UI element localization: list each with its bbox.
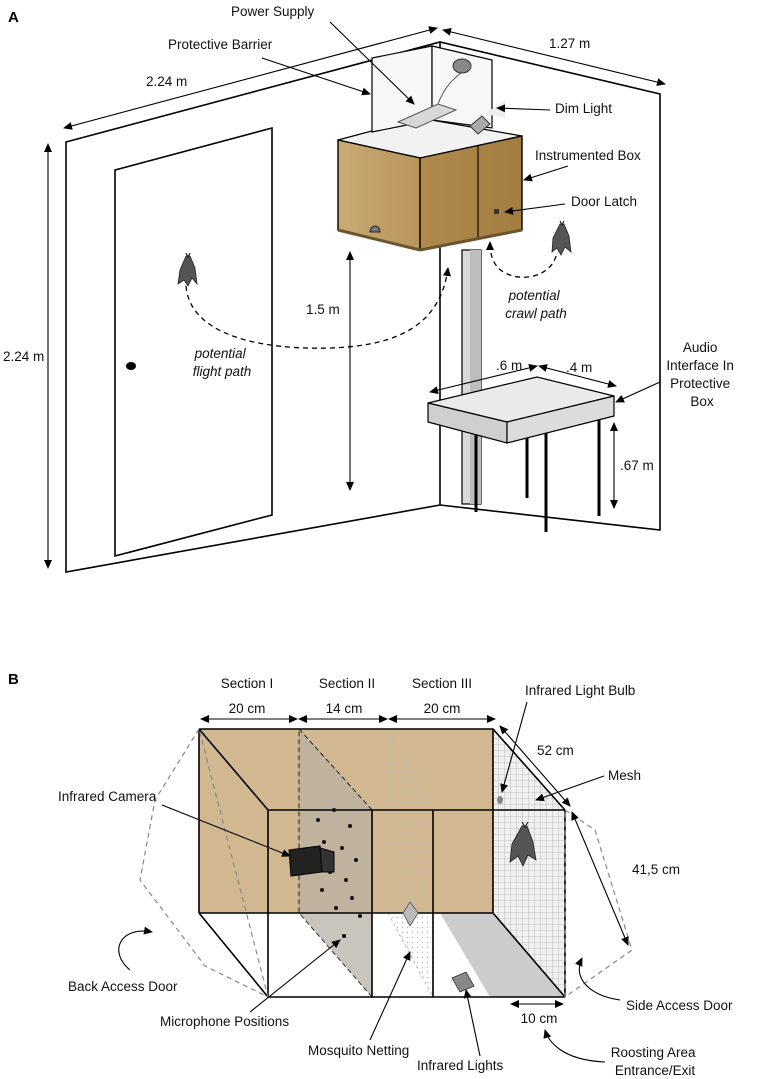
instrumented-box — [337, 117, 523, 252]
section-1-width: 20 cm — [229, 701, 266, 716]
protective-barrier-label: Protective Barrier — [168, 37, 273, 52]
side-access-door-leader — [575, 957, 621, 1001]
roost-box — [198, 727, 566, 999]
microphone-positions-leader — [249, 939, 341, 1013]
room-depth-label: 1.27 m — [549, 36, 590, 51]
room-depth-dimension — [442, 28, 666, 86]
microphone-positions-label: Microphone Positions — [160, 1014, 289, 1029]
audio-interface-label: Audio Interface In Protective Box — [666, 340, 737, 409]
room-outline — [65, 41, 661, 573]
panel-b-label: B — [8, 671, 19, 688]
instrumented-box-leader — [523, 165, 569, 182]
section-3-label: Section III — [412, 676, 472, 691]
room-width-label: 2.24 m — [146, 74, 187, 89]
infrared-light-bulb-icon — [497, 796, 503, 804]
instrumented-box-label: Instrumented Box — [535, 148, 641, 163]
crawl-path — [486, 241, 557, 278]
side-access-door — [564, 808, 633, 999]
dim-light-leader — [496, 104, 551, 113]
bat-icon — [551, 220, 572, 256]
dim-light-label: Dim Light — [555, 101, 612, 116]
depth-label: 52 cm — [537, 743, 574, 758]
mosquito-netting-label: Mosquito Netting — [308, 1043, 409, 1058]
flight-path-label: potential flight path — [193, 346, 252, 379]
section-2-width: 14 cm — [326, 701, 363, 716]
infrared-camera-leader — [161, 804, 291, 857]
infrared-light-bulb-label: Infrared Light Bulb — [525, 683, 635, 698]
back-access-door-leader — [118, 926, 153, 971]
box-entrance-icon — [369, 225, 381, 233]
entrance-width-label: 10 cm — [521, 1011, 558, 1026]
dim-light-icon — [469, 115, 491, 135]
section-1-label: Section I — [221, 676, 274, 691]
room-height-label: 2.24 m — [3, 349, 44, 364]
side-access-door-label: Side Access Door — [626, 998, 733, 1013]
back-access-door-label: Back Access Door — [68, 979, 178, 994]
power-supply-leader — [329, 21, 415, 105]
room-door — [114, 126, 273, 558]
door-latch-icon — [494, 209, 499, 214]
mosquito-netting-leader — [369, 951, 411, 1041]
door-latch-leader — [504, 203, 566, 215]
protective-barrier-leader — [261, 57, 371, 96]
infrared-light-icon — [451, 971, 475, 993]
mesh-label: Mesh — [608, 768, 641, 783]
microphone-positions — [316, 808, 362, 938]
crawl-path-label: potential crawl path — [505, 288, 567, 321]
table-depth-label: .6 m — [496, 358, 522, 373]
infrared-camera-icon — [288, 845, 335, 877]
infrared-lights-label: Infrared Lights — [417, 1058, 504, 1073]
table-width-label: .4 m — [566, 360, 592, 375]
audio-table — [427, 376, 615, 532]
bat-icon — [509, 821, 537, 867]
box-height-label: 1.5 m — [306, 302, 340, 317]
bat-icon — [177, 252, 198, 287]
room-width-dimension — [63, 26, 438, 130]
table-height-label: .67 m — [620, 458, 654, 473]
section-2-label: Section II — [319, 676, 375, 691]
audio-interface-leader — [615, 381, 661, 403]
back-access-door — [139, 727, 269, 999]
height-label: 41,5 cm — [632, 862, 680, 877]
infrared-lights-leader — [463, 989, 481, 1057]
infrared-camera-label: Infrared Camera — [58, 789, 157, 804]
power-supply-label: Power Supply — [231, 4, 315, 19]
panel-a-label: A — [8, 9, 19, 26]
roosting-area-leader — [543, 1029, 606, 1063]
infrared-light-bulb-leader — [500, 701, 528, 793]
door-knob-icon — [126, 362, 136, 370]
height-dimension — [571, 811, 629, 946]
mesh-leader — [535, 775, 605, 802]
roosting-area-label: Roosting Area Entrance/Exit — [611, 1045, 700, 1078]
protective-barrier — [371, 45, 505, 135]
table-width-dimension — [538, 364, 617, 388]
section-3-width: 20 cm — [424, 701, 461, 716]
table-depth-dimension — [429, 364, 538, 394]
support-pole — [461, 249, 482, 505]
power-supply-icon — [396, 103, 458, 129]
door-latch-label: Door Latch — [571, 194, 637, 209]
infrared-light-icon — [402, 901, 419, 927]
flight-path — [185, 267, 451, 349]
